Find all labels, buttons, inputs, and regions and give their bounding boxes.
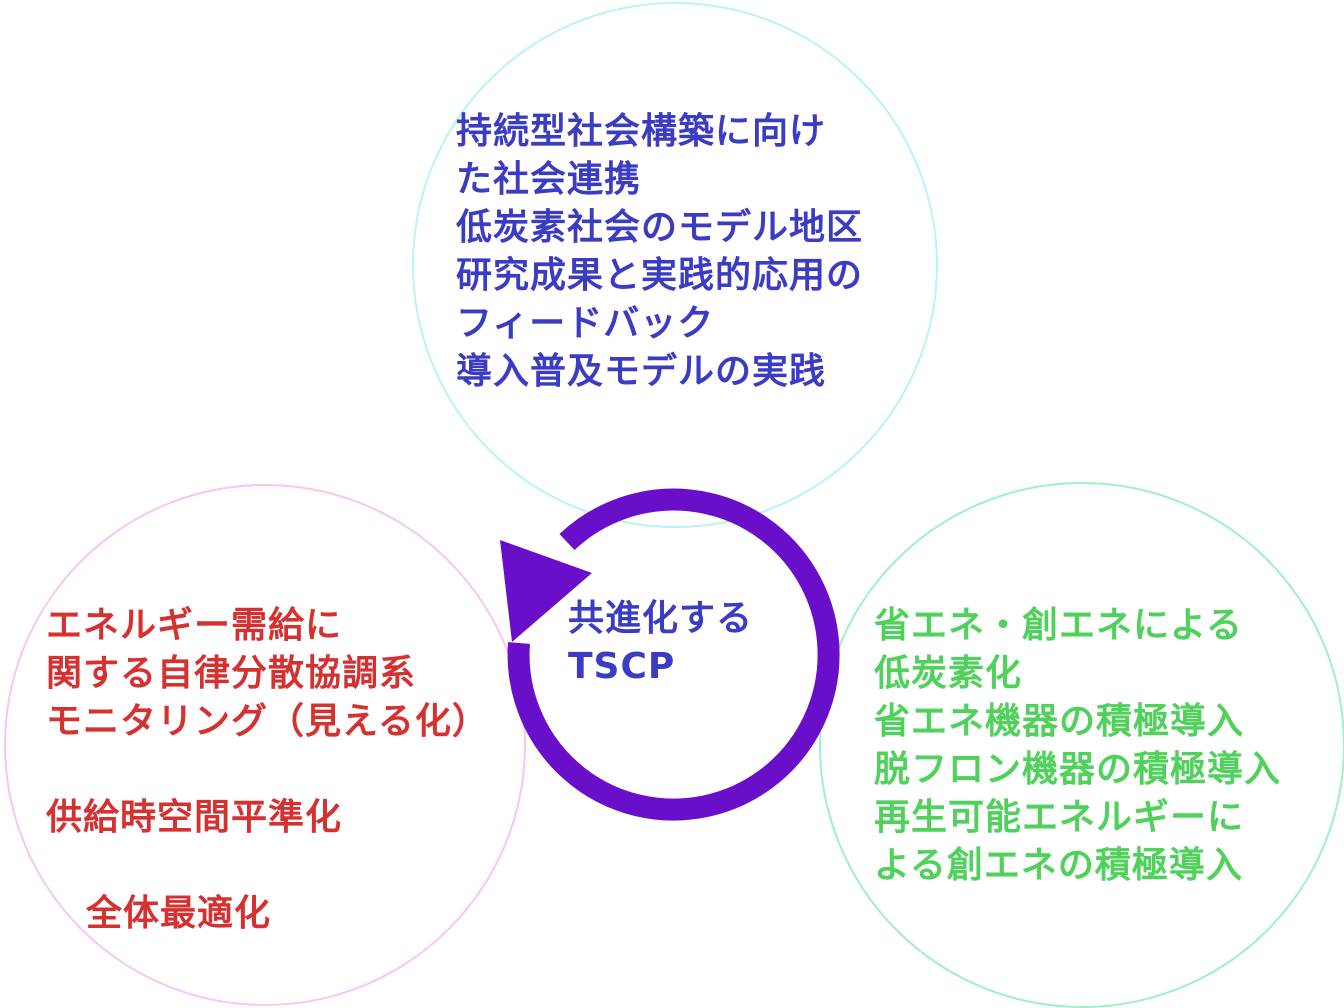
- left-text-optimization: 全体最適化: [86, 893, 272, 934]
- spacer: [46, 746, 489, 794]
- top-circle: [412, 2, 938, 528]
- left-circle: [4, 484, 526, 1006]
- cycle-arrowhead: [500, 540, 592, 642]
- center-label-line-1: 共進化する: [568, 598, 754, 639]
- right-text-line: 省エネ機器の積極導入: [874, 701, 1245, 742]
- right-text-line: 低炭素化: [874, 653, 1023, 694]
- top-circle-text: 持続型社会構築に向け た社会連携 低炭素社会のモデル地区 研究成果と実践的応用の…: [456, 108, 863, 396]
- top-text-line: 導入普及モデルの実践: [456, 351, 827, 392]
- top-text-line: 低炭素社会のモデル地区: [456, 207, 864, 248]
- top-text-line: た社会連携: [456, 159, 642, 200]
- center-label-line-2: TSCP: [568, 646, 676, 687]
- left-circle-text: エネルギー需給に 関する自律分散協調系 モニタリング（見える化） 供給時空間平準…: [46, 602, 489, 938]
- left-text-line: モニタリング（見える化）: [46, 701, 489, 742]
- right-circle: [819, 482, 1344, 1008]
- top-text-line: 持続型社会構築に向け: [456, 111, 827, 152]
- right-text-line: 省エネ・創エネによる: [874, 605, 1243, 646]
- right-text-line: 再生可能エネルギーに: [874, 797, 1245, 838]
- top-text-line: 研究成果と実践的応用の: [456, 255, 864, 296]
- cycle-arrow-ring: [507, 488, 840, 821]
- center-label: 共進化する TSCP: [568, 594, 753, 690]
- right-text-line: よる創エネの積極導入: [874, 845, 1243, 886]
- left-text-leveling: 供給時空間平準化: [46, 797, 343, 838]
- right-circle-text: 省エネ・創エネによる 低炭素化 省エネ機器の積極導入 脱フロン機器の積極導入 再…: [874, 602, 1281, 890]
- left-text-line: エネルギー需給に: [46, 605, 343, 646]
- top-text-line: フィードバック: [456, 303, 715, 344]
- right-text-line: 脱フロン機器の積極導入: [874, 749, 1282, 790]
- spacer: [46, 842, 489, 890]
- left-text-line: 関する自律分散協調系: [46, 653, 417, 694]
